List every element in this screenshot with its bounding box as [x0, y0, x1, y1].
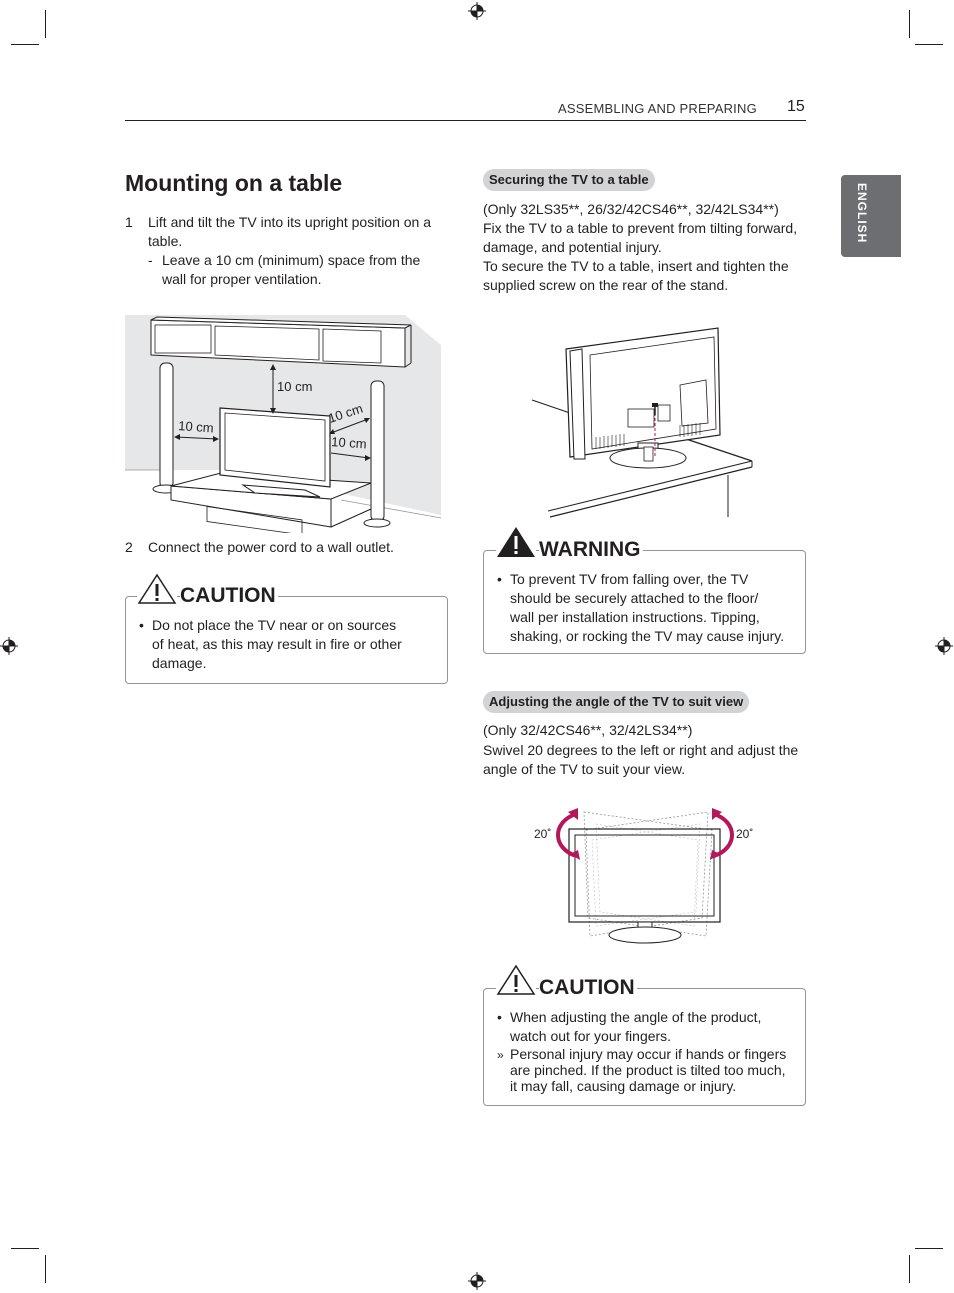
body-text: damage, and potential injury. — [483, 239, 662, 255]
clearance-label: 10 cm — [178, 418, 214, 435]
crop-mark — [909, 1255, 910, 1283]
bullet-icon: • — [139, 617, 144, 633]
body-text: To secure the TV to a table, insert and … — [483, 258, 789, 274]
page-title: Mounting on a table — [125, 170, 343, 196]
registration-mark-icon — [0, 637, 18, 655]
sub-step-dash: - — [148, 252, 153, 268]
step-text: Lift and tilt the TV into its upright po… — [148, 214, 432, 230]
caution-title: CAUTION — [539, 976, 637, 1000]
caution-text: of heat, as this may result in fire or o… — [152, 636, 402, 652]
caution-text: When adjusting the angle of the product, — [510, 1009, 762, 1025]
registration-mark-icon — [468, 2, 486, 20]
bullet-icon: • — [497, 1009, 502, 1025]
body-text: Swivel 20 degrees to the left or right a… — [483, 742, 799, 758]
crop-mark — [915, 1248, 943, 1249]
clearance-label: 10 cm — [277, 379, 312, 394]
table-mount-illustration: 10 cm 10 cm 10 cm 10 cm — [125, 315, 442, 533]
body-text: angle of the TV to suit your view. — [483, 761, 686, 777]
caution-text: it may fall, causing damage or injury. — [510, 1078, 737, 1094]
body-text: (Only 32LS35**, 26/32/42CS46**, 32/42LS3… — [483, 201, 779, 217]
step-text: table. — [148, 233, 183, 249]
language-tab: ENGLISH — [841, 175, 901, 257]
header-divider — [125, 120, 806, 121]
bullet-icon: • — [497, 571, 502, 587]
page-number: 15 — [787, 98, 805, 115]
caution-box — [125, 596, 448, 684]
warning-text: To prevent TV from falling over, the TV — [510, 571, 749, 587]
section-heading-pill: Securing the TV to a table — [483, 169, 655, 191]
crop-mark — [915, 44, 943, 45]
warning-triangle-icon — [137, 573, 177, 605]
warning-triangle-icon — [496, 964, 536, 996]
warning-title: WARNING — [539, 538, 643, 562]
caution-text: Do not place the TV near or on sources — [152, 617, 397, 633]
crop-mark — [11, 1248, 39, 1249]
crop-mark — [45, 10, 46, 38]
crop-mark — [11, 44, 39, 45]
caution-text: Personal injury may occur if hands or fi… — [510, 1046, 787, 1062]
warning-text: shaking, or rocking the TV may cause inj… — [510, 628, 785, 644]
step-number: 1 — [125, 214, 133, 230]
crop-mark — [45, 1255, 46, 1283]
language-tab-label: ENGLISH — [855, 183, 869, 244]
clearance-label: 10 cm — [331, 434, 367, 451]
caution-text: are pinched. If the product is tilted to… — [510, 1062, 786, 1078]
body-text: supplied screw on the rear of the stand. — [483, 277, 729, 293]
caution-text: damage. — [152, 655, 207, 671]
section-heading-pill: Adjusting the angle of the TV to suit vi… — [483, 691, 750, 713]
angle-label-left: 20˚ — [534, 827, 551, 841]
caution-text: watch out for your fingers. — [510, 1028, 672, 1044]
sub-step-text: wall for proper ventilation. — [162, 271, 322, 287]
section-header: ASSEMBLING AND PREPARING — [558, 101, 757, 116]
warning-text: wall per installation instructions. Tipp… — [510, 609, 760, 625]
body-text: (Only 32/42CS46**, 32/42LS34**) — [483, 722, 693, 738]
caution-box — [483, 988, 806, 1106]
warning-box — [483, 550, 806, 654]
step-text: Connect the power cord to a wall outlet. — [148, 539, 394, 555]
sub-step-text: Leave a 10 cm (minimum) space from the — [162, 252, 421, 268]
angle-label-right: 20˚ — [736, 827, 753, 841]
warning-text: should be securely attached to the floor… — [510, 590, 759, 606]
caution-title: CAUTION — [180, 584, 278, 608]
sub-bullet-icon: » — [497, 1048, 504, 1062]
body-text: Fix the TV to a table to prevent from ti… — [483, 220, 798, 236]
tv-secured-illustration — [531, 327, 753, 518]
warning-triangle-icon — [496, 526, 536, 558]
swivel-angle-illustration: 20˚ 20˚ — [534, 808, 753, 944]
step-number: 2 — [125, 539, 133, 555]
crop-mark — [909, 10, 910, 38]
registration-mark-icon — [935, 637, 953, 655]
registration-mark-icon — [468, 1272, 486, 1290]
